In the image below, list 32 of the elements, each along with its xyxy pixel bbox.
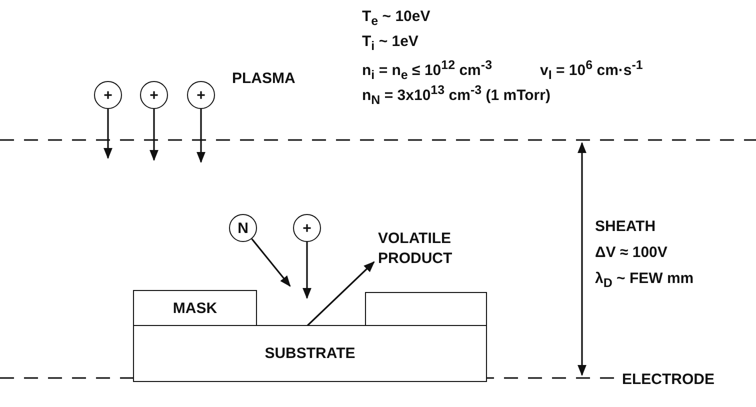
box (133, 325, 487, 382)
particle-circle (140, 81, 168, 109)
node-label: + (302, 220, 312, 236)
parameter-text: v$_{I}$ = 10$^{6}$ cm·s$^{-1}$ (540, 58, 643, 82)
node-label: MASK (172, 300, 218, 316)
node-label: + (104, 86, 112, 104)
node-label: SUBSTRATE (264, 345, 356, 362)
node-label: + (150, 86, 158, 104)
parameter-text: n$_{N}$ = 3x10$^{13}$ cm$^{-3}$ (1 mTorr) (362, 83, 550, 107)
particle-circle (229, 214, 257, 242)
arrow (196, 109, 206, 164)
text-label: VOLATILE PRODUCT (378, 229, 454, 269)
region-label: PLASMA (232, 70, 296, 87)
particle-circle (94, 81, 122, 109)
parameter-text: ΔV ≈ 100V (595, 244, 668, 261)
region-label: SHEATH (595, 218, 656, 235)
arrow (104, 109, 112, 160)
parameter-text: T$_{i}$ ~ 1eV (362, 33, 418, 53)
arrow (150, 109, 158, 162)
arrow (251, 238, 291, 287)
node-label: + (196, 86, 206, 104)
particle-circle (187, 81, 215, 109)
region-label: ELECTRODE (622, 371, 715, 388)
box (133, 290, 257, 326)
particle-circle (293, 214, 321, 242)
parameter-text: n$_{i}$ = n$_{e}$ ≤ 10$^{12}$ cm$^{-3}$ (362, 58, 492, 82)
arrow (306, 261, 375, 327)
arrow (302, 242, 312, 300)
parameter-text: λ$_{D}$ ~ FEW mm (595, 270, 694, 290)
mask-box (365, 292, 487, 326)
node-label: N (238, 220, 248, 236)
parameter-text: T$_{e}$ ~ 10eV (362, 8, 430, 28)
